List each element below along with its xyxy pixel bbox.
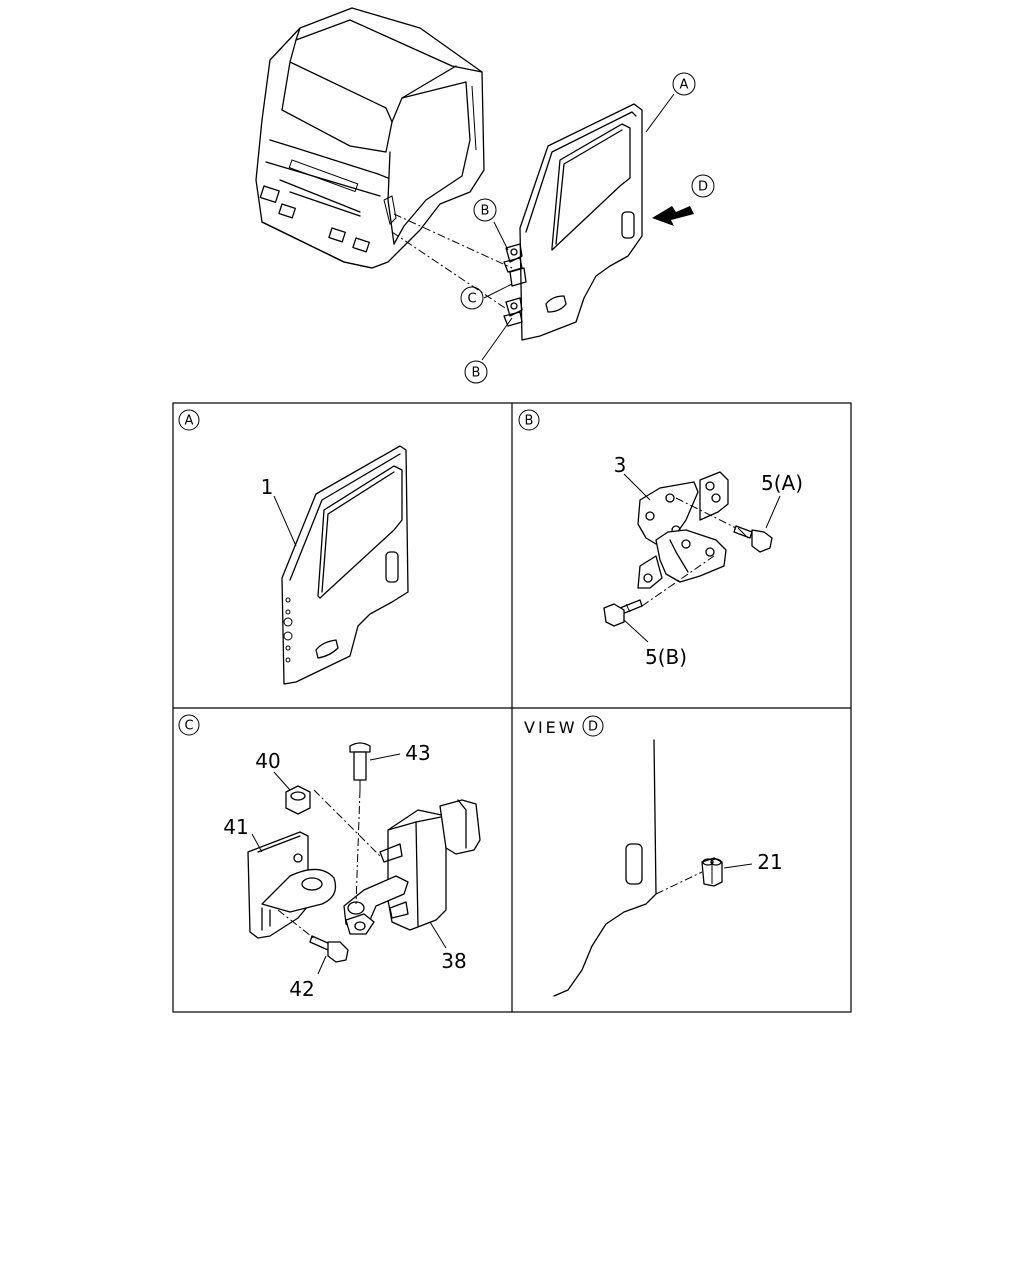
label-5a: 5(A) [761, 471, 803, 495]
hinge-lower-overview [503, 297, 523, 327]
panel-b: B [518, 409, 803, 669]
svg-text:C: C [184, 719, 193, 734]
view-label: VIEW [524, 718, 578, 737]
label-38: 38 [441, 949, 466, 973]
bolt-5a [733, 525, 773, 553]
nut-40 [285, 785, 311, 815]
svg-text:D: D [698, 180, 708, 195]
label-5b: 5(B) [645, 645, 687, 669]
door-overview [519, 103, 643, 341]
svg-text:A: A [185, 414, 194, 429]
svg-text:B: B [472, 366, 481, 381]
truck-cab [255, 7, 485, 269]
callout-b-top: B [473, 198, 497, 222]
panel-d: VIEW D 21 [524, 715, 783, 997]
svg-text:C: C [467, 292, 476, 307]
checker-overview [509, 267, 527, 287]
bolt-42 [309, 935, 349, 963]
arrow-icon [652, 206, 694, 226]
label-3: 3 [614, 453, 627, 477]
panel-c-tag: C [178, 714, 200, 736]
panel-c: C [178, 714, 481, 1001]
overview-drawing: A D B C B [255, 7, 715, 384]
detail-grid [172, 402, 852, 1013]
panel-a-tag: A [178, 409, 200, 431]
callout-b-bottom: B [464, 360, 488, 384]
callout-a: A [672, 72, 696, 96]
label-43: 43 [405, 741, 430, 765]
bolt-5b [603, 599, 643, 627]
svg-text:D: D [588, 720, 598, 735]
hinge-part [637, 471, 729, 589]
panel-b-tag: B [518, 409, 540, 431]
bracket-41 [247, 831, 337, 939]
label-21: 21 [757, 850, 782, 874]
callout-d: D [691, 174, 715, 198]
label-40: 40 [255, 749, 280, 773]
svg-text:A: A [680, 78, 689, 93]
panel-d-tag: D [582, 715, 604, 737]
svg-text:B: B [481, 204, 490, 219]
checker-38 [343, 799, 481, 935]
pin-43 [349, 742, 371, 790]
label-1: 1 [261, 475, 274, 499]
svg-text:B: B [525, 414, 534, 429]
panel-a: A 1 [178, 409, 409, 685]
label-41: 41 [223, 815, 248, 839]
door-part [281, 445, 409, 685]
callout-c: C [460, 286, 484, 310]
door-edge-view [553, 739, 657, 997]
clip-21 [701, 857, 723, 887]
label-42: 42 [289, 977, 314, 1001]
